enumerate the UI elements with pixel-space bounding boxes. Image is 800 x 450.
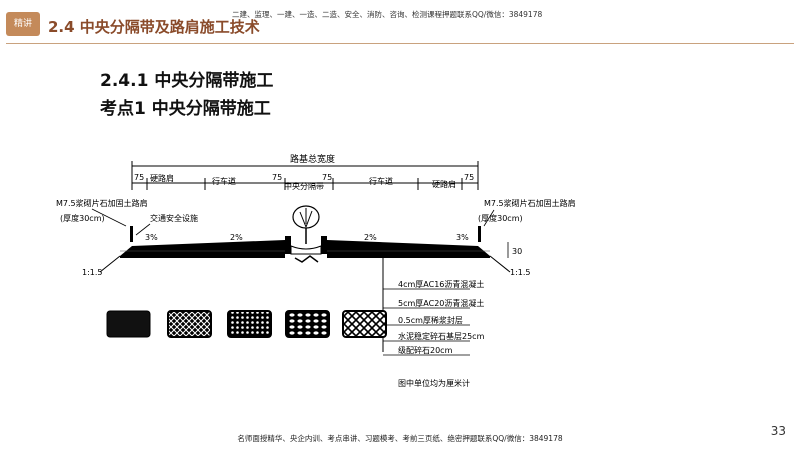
slope-3-right: 3% (456, 233, 469, 242)
swatch-ac20 (167, 310, 212, 338)
dim-75-median-left: 75 (272, 173, 282, 182)
side-slope-right: 1:1.5 (510, 268, 531, 277)
slope-3-left: 3% (145, 233, 158, 242)
label-total-width: 路基总宽度 (290, 153, 335, 165)
heading-topic: 考点1 中央分隔带施工 (100, 99, 271, 119)
layer-5: 级配碎石20cm (398, 345, 453, 355)
slope-2-right: 2% (364, 233, 377, 242)
header-divider (6, 43, 794, 44)
height-30: 30 (512, 247, 522, 256)
top-contact-note: 二建、监理、一建、一造、二造、安全、消防、咨询、检测课程押题联系QQ/微信：38… (232, 10, 543, 19)
label-hard-shoulder-left: 硬路肩 (150, 173, 174, 183)
layer-4: 水泥稳定碎石基层25cm (398, 331, 485, 341)
section-badge: 精讲 (6, 12, 40, 36)
swatch-ac16 (106, 310, 151, 338)
layer-3: 0.5cm厚稀浆封层 (398, 315, 463, 325)
footer-contact-note: 名师面授精华、央企内训、考点串讲、习题模考、考前三页纸、绝密押题联系QQ/微信：… (237, 434, 563, 443)
label-lane-right: 行车道 (369, 176, 393, 186)
swatch-cement-base (285, 310, 330, 338)
unit-note: 图中单位均为厘米计 (398, 378, 470, 388)
side-slope-left: 1:1.5 (82, 268, 103, 277)
section-title: 2.4 中央分隔带及路肩施工技术 (48, 18, 260, 36)
swatch-graded-gravel (342, 310, 387, 338)
label-lane-left: 行车道 (212, 176, 236, 186)
heading-subsection: 2.4.1 中央分隔带施工 (100, 71, 274, 91)
dim-75-left: 75 (134, 173, 144, 182)
label-median: 中央分隔带 (284, 181, 324, 191)
layer-1: 4cm厚AC16沥青混凝土 (398, 279, 484, 289)
label-thickness-right: (厚度30cm) (478, 213, 523, 223)
label-hard-shoulder-right: 硬路肩 (432, 179, 456, 189)
layer-2: 5cm厚AC20沥青混凝土 (398, 298, 484, 308)
slope-2-left: 2% (230, 233, 243, 242)
page-number: 33 (770, 424, 786, 438)
dim-75-right: 75 (464, 173, 474, 182)
label-shoulder-left: M7.5浆砌片石加固土路肩 (56, 198, 148, 208)
swatch-seal-layer (227, 310, 272, 338)
dim-75-median-right: 75 (322, 173, 332, 182)
header-bar (0, 0, 800, 46)
label-shoulder-right: M7.5浆砌片石加固土路肩 (484, 198, 576, 208)
label-thickness-left: (厚度30cm) (60, 213, 105, 223)
label-safety-facility: 交通安全设施 (150, 213, 198, 223)
